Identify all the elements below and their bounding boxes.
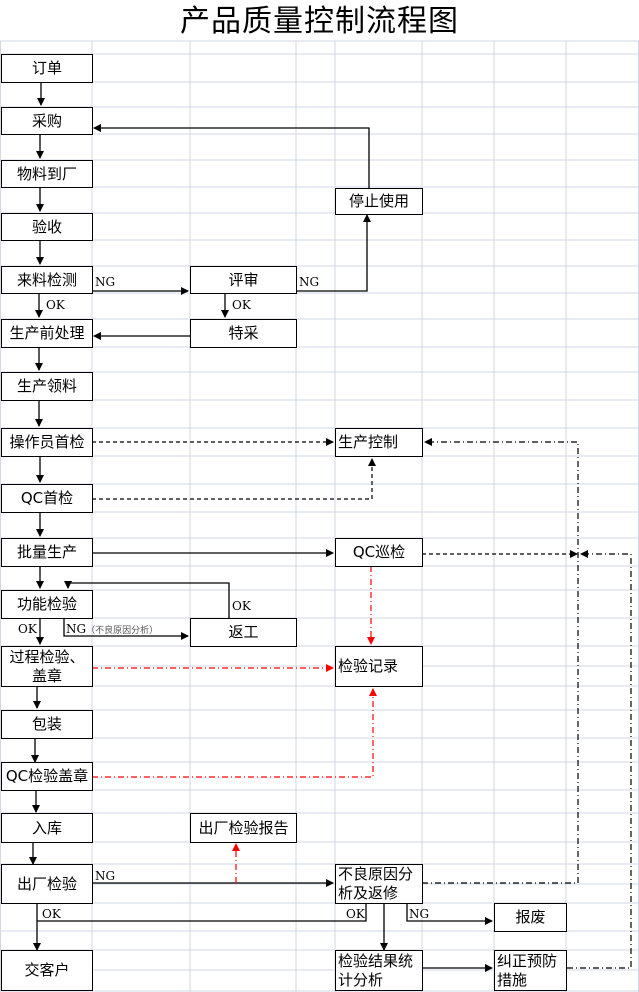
node-mass-production[interactable]: 批量生产 xyxy=(1,538,93,567)
node-inspection-record[interactable]: 检验记录 xyxy=(335,646,423,687)
node-pre-process[interactable]: 生产前处理 xyxy=(1,319,93,348)
node-stop-use[interactable]: 停止使用 xyxy=(335,188,423,215)
label-review-ng: NG xyxy=(299,275,320,289)
node-rework[interactable]: 返工 xyxy=(190,618,297,647)
node-factory-inspection-report[interactable]: 出厂检验报告 xyxy=(190,813,297,843)
label-defect-ng: NG xyxy=(409,907,430,921)
node-factory-inspection[interactable]: 出厂检验 xyxy=(1,864,93,904)
label-rework-ok: OK xyxy=(232,599,251,613)
arrow-rework-ok-to-function xyxy=(64,581,230,618)
label-factory-ng: NG xyxy=(95,869,116,883)
arrow-stop-to-purchase xyxy=(93,124,370,188)
node-incoming-test[interactable]: 来料检测 xyxy=(1,266,93,294)
label-function-ng-note: （不良原因分析） xyxy=(86,626,159,636)
label-function-ng-text: NG xyxy=(66,622,87,636)
node-deliver-customer[interactable]: 交客户 xyxy=(1,950,93,991)
node-qc-patrol[interactable]: QC巡检 xyxy=(335,538,423,567)
line-defect-ok-to-deliver xyxy=(37,904,367,922)
dashed-defect-to-control xyxy=(422,438,579,884)
arrow-review-ng-to-stop xyxy=(296,214,371,292)
node-order[interactable]: 订单 xyxy=(1,54,93,83)
node-review[interactable]: 评审 xyxy=(190,266,297,294)
dashed-qcfirst-to-control xyxy=(92,458,376,500)
label-defect-ok: OK xyxy=(346,907,365,921)
node-process-inspection-stamp[interactable]: 过程检验、 盖章 xyxy=(1,646,93,687)
node-qc-inspection-stamp[interactable]: QC检验盖章 xyxy=(1,762,93,791)
red-qcstamp-to-record xyxy=(92,688,377,778)
node-corrective-preventive[interactable]: 纠正预防 措施 xyxy=(494,950,567,991)
label-review-ok: OK xyxy=(232,298,251,312)
node-scrap[interactable]: 报废 xyxy=(494,903,567,932)
node-acceptance[interactable]: 验收 xyxy=(1,213,93,241)
node-function-test[interactable]: 功能检验 xyxy=(1,590,93,619)
node-production-control[interactable]: 生产控制 xyxy=(335,428,423,457)
arrow-function-ng-to-rework xyxy=(63,618,189,640)
node-operator-first-check[interactable]: 操作员首检 xyxy=(1,428,93,457)
node-defect-analysis-repair[interactable]: 不良原因分 析及返修 xyxy=(335,864,423,904)
node-qc-first-check[interactable]: QC首检 xyxy=(1,484,93,513)
node-statistics-analysis[interactable]: 检验结果统 计分析 xyxy=(335,950,423,991)
node-material-arrival[interactable]: 物料到厂 xyxy=(1,160,93,188)
dashed-corrective-to-junction xyxy=(567,550,632,969)
node-packing[interactable]: 包装 xyxy=(1,710,93,739)
label-incoming-ok: OK xyxy=(46,298,65,312)
label-incoming-ng: NG xyxy=(95,275,116,289)
node-special-purchase[interactable]: 特采 xyxy=(190,319,297,348)
label-function-ok: OK xyxy=(18,622,37,636)
node-warehousing[interactable]: 入库 xyxy=(1,813,93,843)
label-factory-ok: OK xyxy=(42,907,61,921)
node-purchase[interactable]: 采购 xyxy=(1,107,93,135)
node-material-issue[interactable]: 生产领料 xyxy=(1,372,93,401)
page-title: 产品质量控制流程图 xyxy=(180,4,459,39)
label-function-ng: NG（不良原因分析） xyxy=(66,622,158,638)
arrow-defect-ng-to-scrap xyxy=(406,904,493,925)
